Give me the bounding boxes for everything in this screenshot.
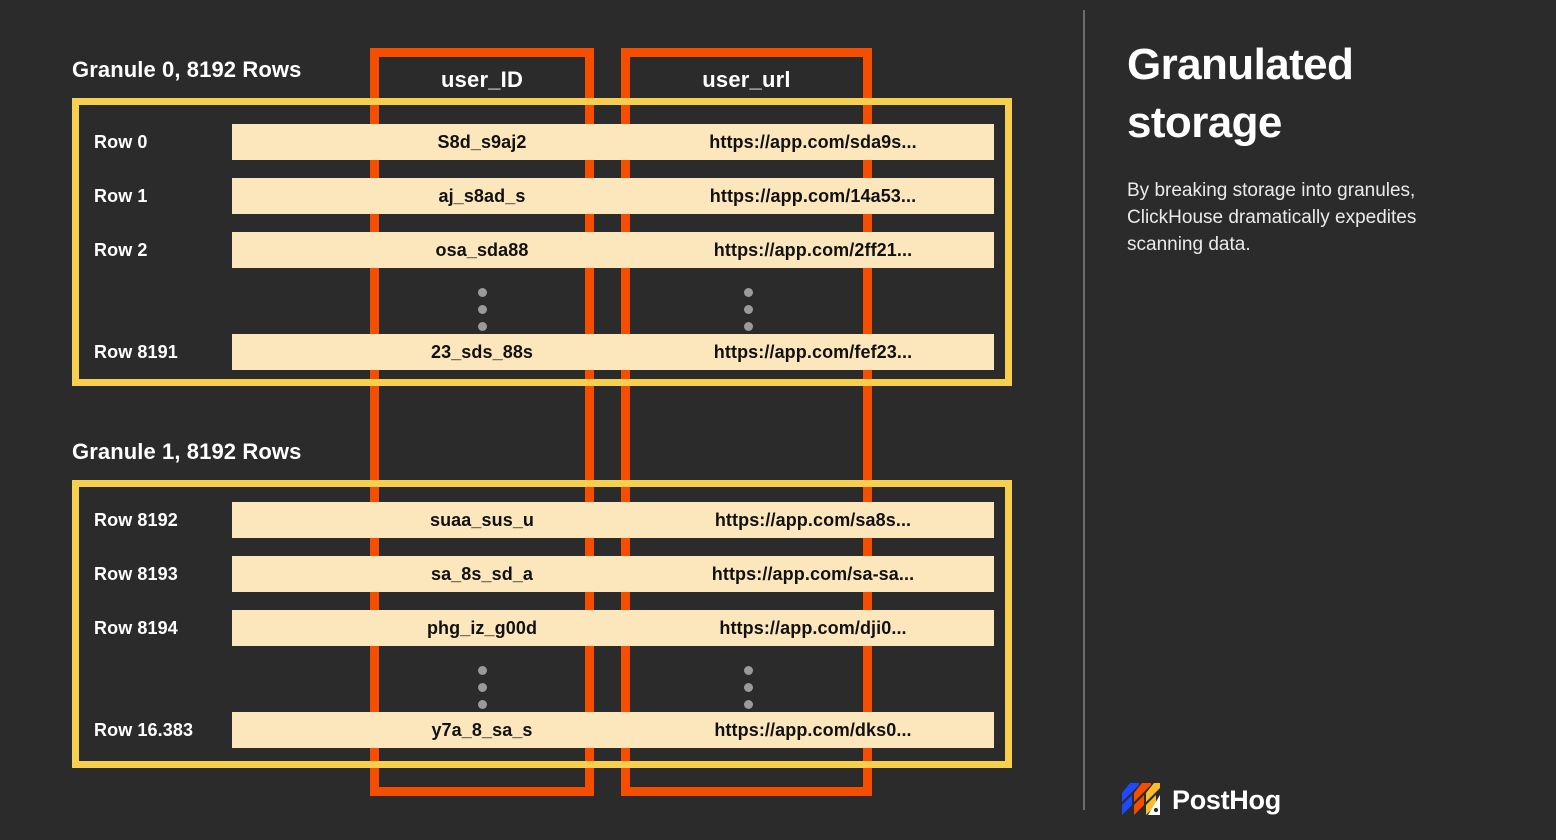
column-header-user_ID: user_ID <box>440 67 524 92</box>
cell-user_ID: sa_8s_sd_a <box>430 564 534 584</box>
row-label: Row 8191 <box>94 342 178 362</box>
cell-user_url: https://app.com/2ff21... <box>713 240 913 260</box>
table-row: phg_iz_g00d https://app.com/dji0... <box>232 610 994 646</box>
cell-user_ID: y7a_8_sa_s <box>431 720 533 740</box>
cell-user_ID: aj_s8ad_s <box>438 186 526 206</box>
granule-1-box <box>72 480 1012 768</box>
ellipsis-user_ID <box>476 288 488 331</box>
granule-0-box <box>72 98 1012 386</box>
granule-1-title: Granule 1, 8192 Rows <box>72 439 302 464</box>
cell-user_ID: phg_iz_g00d <box>426 618 538 638</box>
cell-user_url: https://app.com/fef23... <box>713 342 913 362</box>
column-header-user_url: user_url <box>702 67 791 92</box>
table-row: sa_8s_sd_a https://app.com/sa-sa... <box>232 556 994 592</box>
posthog-brand: PostHog <box>1122 783 1281 817</box>
posthog-wordmark: PostHog <box>1172 784 1281 815</box>
table-row: 23_sds_88s https://app.com/fef23... <box>232 334 994 370</box>
page-title: Granulated storage <box>1127 40 1354 148</box>
cell-user_ID: S8d_s9aj2 <box>437 132 527 152</box>
row-label: Row 2 <box>94 240 148 260</box>
page-description: By breaking storage into granules, Click… <box>1127 180 1417 256</box>
granule-0-title: Granule 0, 8192 Rows <box>72 57 302 82</box>
table-row: y7a_8_sa_s https://app.com/dks0... <box>232 712 994 748</box>
table-row: suaa_sus_u https://app.com/sa8s... <box>232 502 994 538</box>
column-highlight-user_url: user_url <box>621 48 872 796</box>
cell-user_ID: 23_sds_88s <box>430 342 534 362</box>
cell-user_ID: suaa_sus_u <box>429 510 535 530</box>
cell-user_url: https://app.com/dji0... <box>719 618 907 638</box>
ellipsis-user_url <box>742 288 754 331</box>
info-panel: Granulated storage By breaking storage i… <box>1127 36 1487 259</box>
cell-user_url: https://app.com/14a53... <box>709 186 917 206</box>
posthog-logo-icon <box>1122 783 1160 815</box>
row-label: Row 0 <box>94 132 148 152</box>
row-label: Row 8192 <box>94 510 178 530</box>
cell-user_ID: osa_sda88 <box>435 240 529 260</box>
table-row: osa_sda88 https://app.com/2ff21... <box>232 232 994 268</box>
cell-user_url: https://app.com/sa-sa... <box>711 564 915 584</box>
cell-user_url: https://app.com/sa8s... <box>714 510 912 530</box>
row-label: Row 8194 <box>94 618 178 638</box>
table-row: S8d_s9aj2 https://app.com/sda9s... <box>232 124 994 160</box>
row-label: Row 1 <box>94 186 148 206</box>
table-row: aj_s8ad_s https://app.com/14a53... <box>232 178 994 214</box>
row-label: Row 16.383 <box>94 720 194 740</box>
ellipsis-user_url <box>742 666 754 709</box>
row-label: Row 8193 <box>94 564 178 584</box>
cell-user_url: https://app.com/dks0... <box>714 720 912 740</box>
cell-user_url: https://app.com/sda9s... <box>709 132 917 152</box>
panel-divider <box>1083 10 1085 810</box>
column-highlight-user_ID: user_ID <box>370 48 594 796</box>
ellipsis-user_ID <box>476 666 488 709</box>
